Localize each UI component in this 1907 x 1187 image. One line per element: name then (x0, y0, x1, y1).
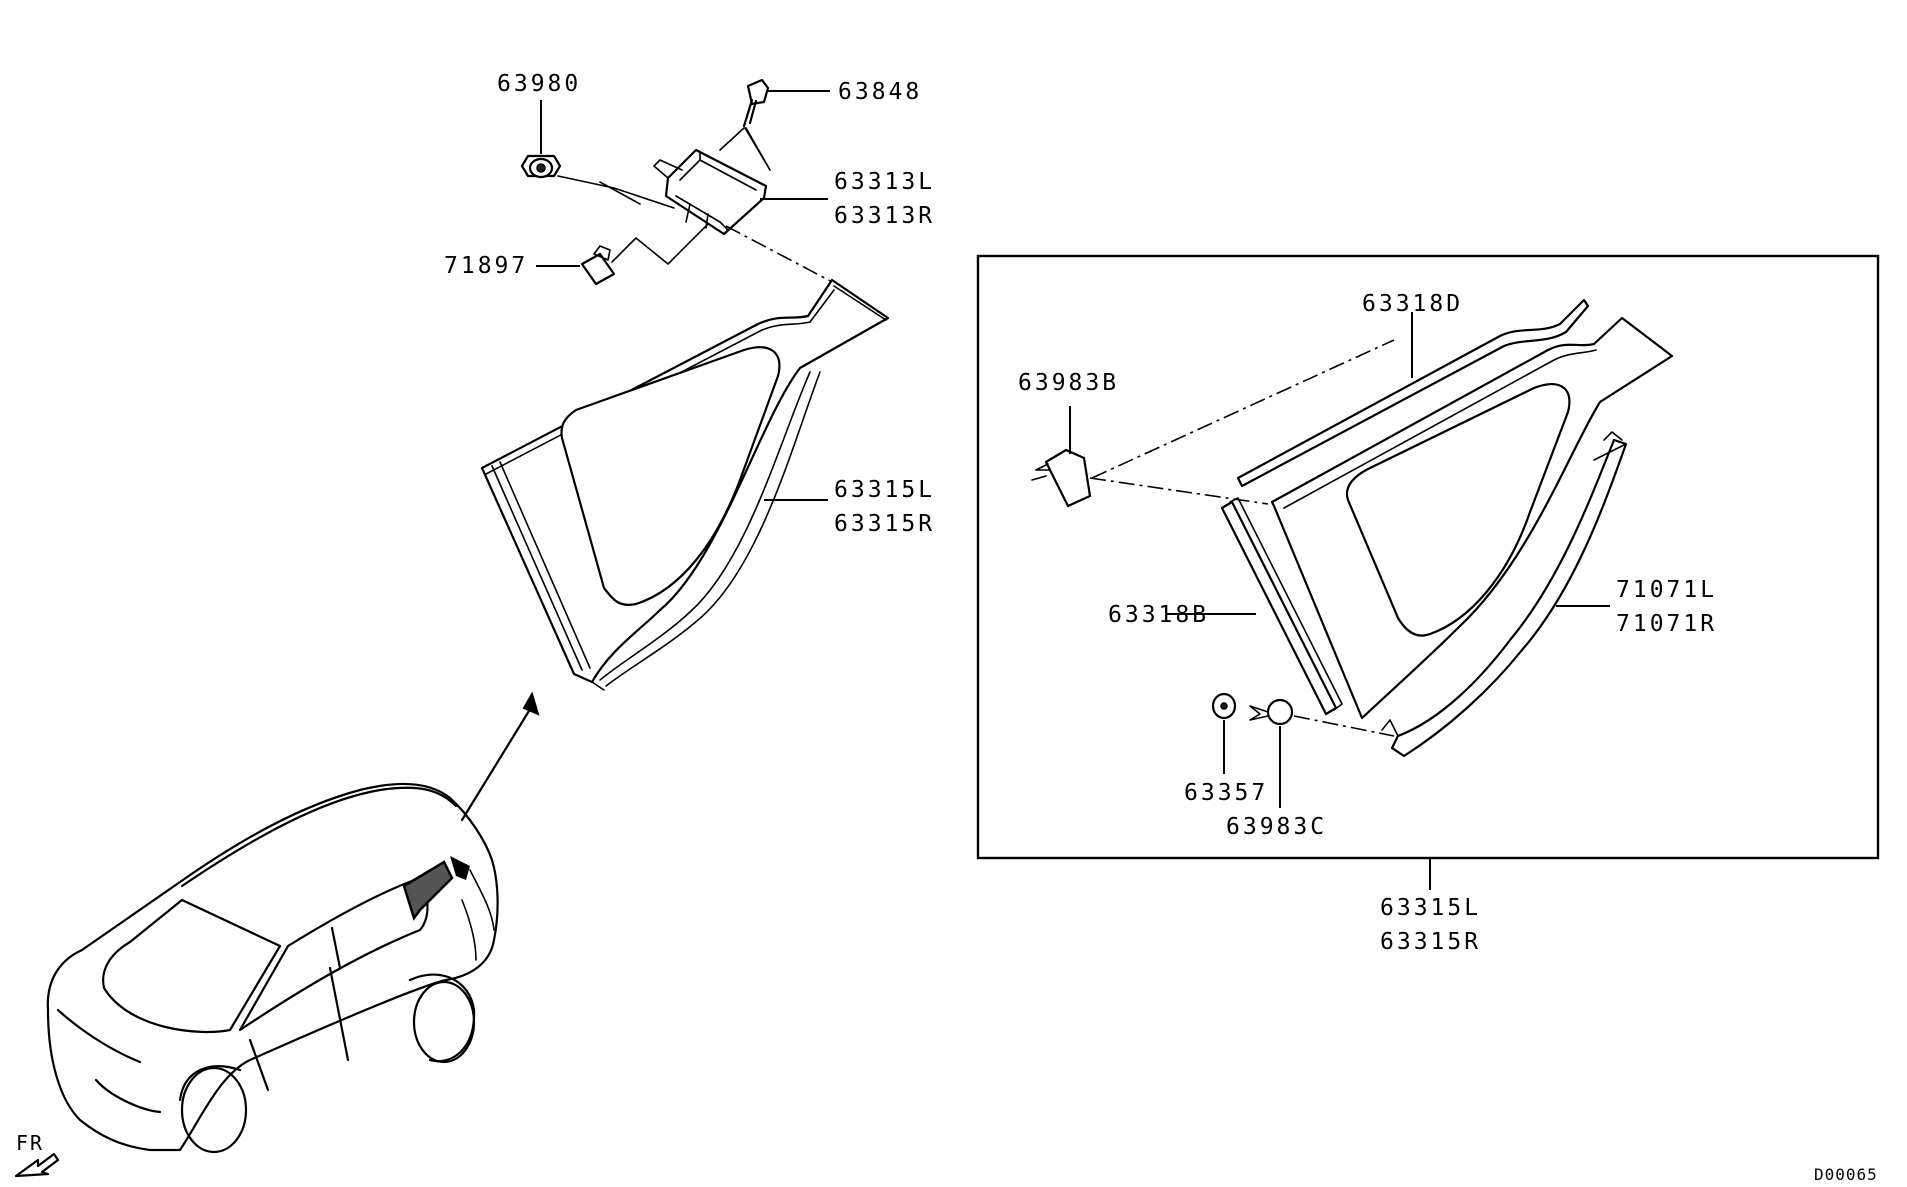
detail-label-63315R: 63315R (1380, 929, 1481, 955)
label-63313L: 63313L (834, 169, 935, 195)
clip-dashdot-top (1091, 339, 1395, 479)
garnish-71071 (1381, 431, 1628, 758)
label-71071R: 71071R (1616, 611, 1717, 637)
nut-63980 (520, 100, 562, 179)
label-63315R: 63315R (834, 511, 935, 537)
detail-box (976, 254, 1880, 860)
nut-connection-line (557, 175, 675, 209)
detail-quarter-trim (1270, 316, 1674, 720)
label-71071L: 71071L (1616, 577, 1717, 603)
front-marker-label: FR (16, 1131, 44, 1155)
label-63313R: 63313R (834, 203, 935, 229)
label-63848: 63848 (838, 79, 922, 105)
label-63983C: 63983C (1226, 814, 1327, 840)
label-63357: 63357 (1184, 780, 1268, 806)
vehicle-outline (46, 691, 540, 1154)
bracket-63313 (653, 127, 828, 236)
label-63318D: 63318D (1362, 291, 1463, 317)
front-direction-marker (14, 1152, 60, 1178)
weatherstrip-63318D (1236, 298, 1590, 488)
clip-63983C (1249, 698, 1395, 808)
nut-connection-line-2 (599, 181, 641, 205)
clip-63983B (1031, 406, 1092, 508)
diagram-code: D00065 (1814, 1165, 1878, 1184)
detail-label-63315L: 63315L (1380, 895, 1481, 921)
quarter-trim-63315 (480, 278, 890, 691)
screw-63848 (742, 78, 830, 128)
weatherstrip-63318B (1166, 497, 1343, 716)
bracket-dashdot-line (725, 225, 837, 285)
label-71897: 71897 (444, 253, 528, 279)
clip-71897 (536, 223, 709, 286)
label-63315L: 63315L (834, 477, 935, 503)
label-63983B: 63983B (1018, 370, 1119, 396)
washer-63357 (1211, 692, 1237, 774)
label-63980: 63980 (497, 71, 581, 97)
label-63318B: 63318B (1108, 602, 1209, 628)
